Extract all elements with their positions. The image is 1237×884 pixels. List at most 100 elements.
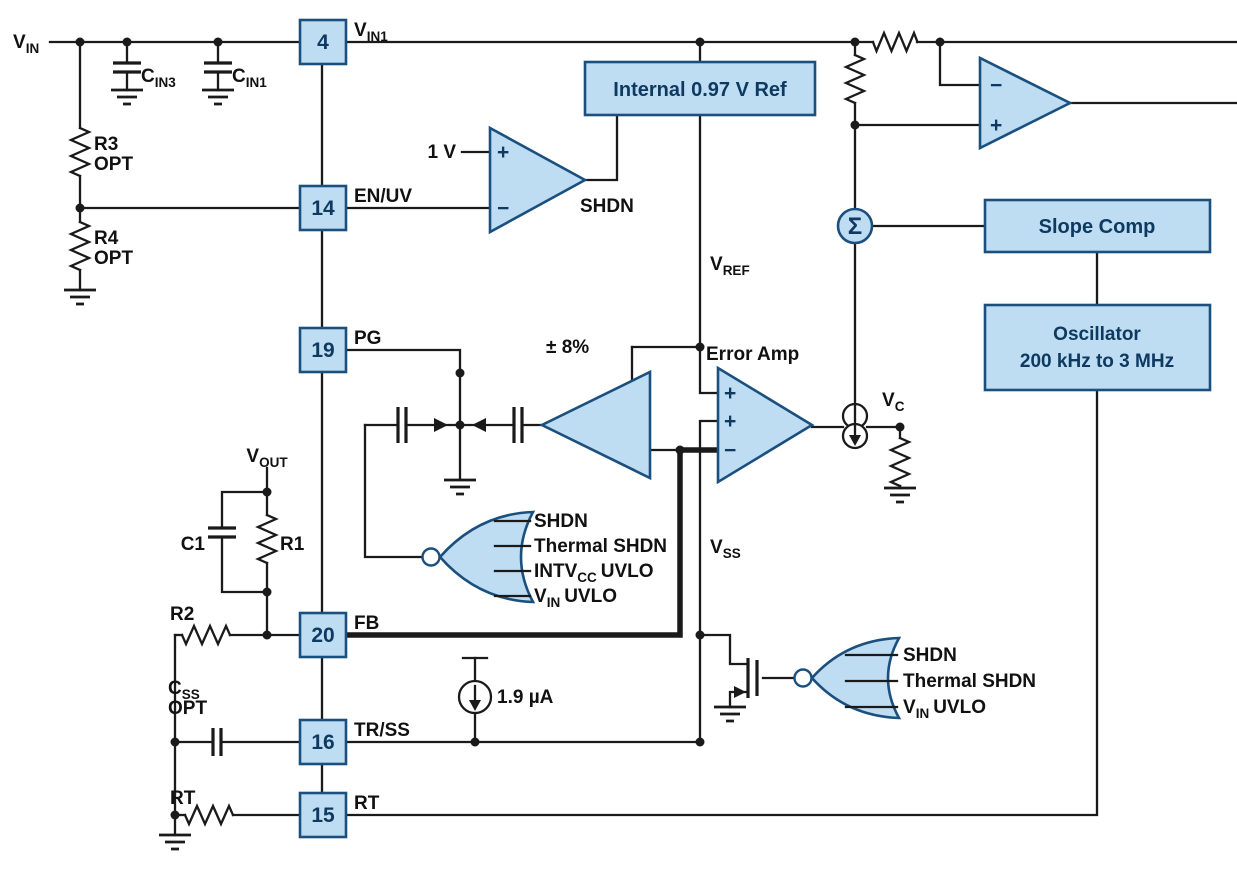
pin-14-number: 14 [311,197,335,220]
error-amp-triangle [716,365,815,485]
error-amp-plus2: + [724,410,736,433]
rt-osc-wire [344,388,1099,817]
sigma-symbol: Σ [848,213,862,240]
resistor-sense-vertical [843,53,867,105]
fb-wire [343,447,721,638]
capacitor-cin3 [113,61,141,74]
junction-dots [75,37,945,820]
current-sources [457,402,869,715]
ground-icon [444,478,476,496]
window-comparator [539,369,652,481]
vref-wire [698,113,720,395]
resistor-r4 [68,220,92,272]
pin-20-name: FB [354,613,379,634]
vout-label: VOUT [246,446,288,470]
resistors [68,29,919,827]
gate-input-stubs [493,519,899,709]
error-amp-title: Error Amp [706,344,799,365]
en-comp-plus: + [497,141,509,164]
pin-box-15 [298,791,348,839]
nor-gate-2-bubble [793,668,813,688]
pin-19-name: PG [354,328,381,349]
r1-label: R1 [280,534,305,555]
current-comparator [978,55,1073,151]
nor-gate-1-bubble [421,547,441,567]
resistor-r2 [180,623,232,647]
oscillator-block [983,303,1212,392]
c1-label: C1 [181,534,206,555]
cin1-label: CIN1 [232,66,267,90]
rt-label: RT [170,788,196,809]
resistor-r3 [68,126,92,178]
pin-20-number: 20 [311,624,334,647]
oscillator-title-line1: Oscillator [1053,324,1141,345]
pin-19-number: 19 [311,339,334,362]
ground-icon [884,486,916,504]
pin-box-20 [298,611,348,659]
pin-box-19 [298,326,348,374]
resistor-vc [888,436,912,488]
css-label: CSS [168,678,200,702]
slope-comp-title: Slope Comp [1039,216,1156,238]
ground-icon [111,88,143,106]
ground-icon [159,833,191,851]
error-amp-minus: − [724,439,736,462]
internal-ref-block [583,60,817,117]
capacitor-css [211,728,223,756]
pin-box-16 [298,718,348,766]
capacitors-and-fets [113,61,759,756]
nor2-input-label-1: Thermal SHDN [903,671,1036,692]
fet-arrows [434,418,746,698]
one-volt-label: 1 V [427,142,456,163]
ss-current-label: 1.9 µA [497,687,554,708]
nor1-input-label-1: Thermal SHDN [534,536,667,557]
pin-15-name: RT [354,793,380,814]
r4-opt-label: OPT [94,248,133,269]
nor2-input-label-0: SHDN [903,645,957,666]
nor1-input-label-0: SHDN [534,511,588,532]
r3-label: R3 [94,134,118,155]
oscillator-title-line2: 200 kHz to 3 MHz [1020,351,1174,372]
pg-mosfet-left [396,407,408,443]
r2-label: R2 [170,604,194,625]
capacitor-cin1 [204,61,232,74]
function-blocks [298,18,1212,839]
ground-symbols [64,88,916,851]
slope-comp-block [983,198,1212,254]
cur-comp-plus: + [990,114,1002,137]
window-comparator-label: ± 8% [546,337,589,358]
r3-opt-label: OPT [94,154,133,175]
resistor-r1 [255,513,279,565]
vss-label: VSS [710,537,741,561]
pin-16-name: TR/SS [354,720,410,741]
error-amp-plus1: + [724,382,736,405]
en-comparator [488,125,588,235]
resistor-sense-top [871,29,919,55]
cur-comp-minus: − [990,74,1002,97]
internal-ref-title: Internal 0.97 V Ref [613,79,787,101]
pin-16-number: 16 [311,731,334,754]
ground-icon [714,705,746,723]
shdn-label: SHDN [580,196,634,217]
capacitor-c1 [208,526,236,539]
pin-box-4 [298,18,348,66]
vref-label: VREF [710,254,750,278]
text-labels: VIN CIN3 CIN1 R3 OPT R4 OPT 1 V SHDN VRE… [13,20,1174,827]
css-opt-label: OPT [168,698,207,719]
ground-icon [202,88,234,106]
cin3-label: CIN3 [141,66,176,90]
r4-label: R4 [94,228,119,249]
en-comp-minus: − [497,197,509,220]
pin-15-number: 15 [311,804,335,827]
ground-icon [64,288,96,306]
nor-gate-1 [438,510,536,604]
vin-label: VIN [13,32,39,56]
ss-mosfet [746,658,759,698]
resistor-rt [183,803,235,827]
pg-mosfet-right [512,407,524,443]
